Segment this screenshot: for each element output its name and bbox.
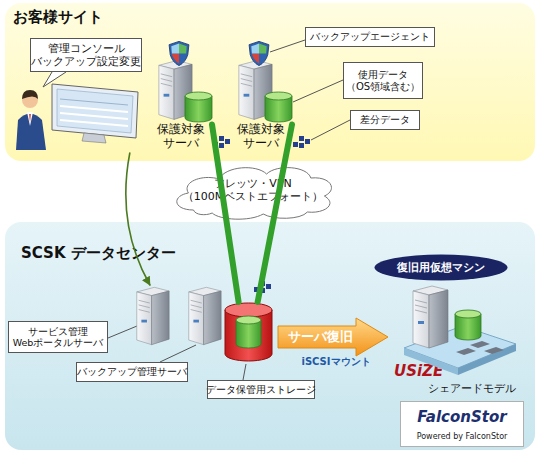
network-cloud: フレッツ・VPN （100Mベストエフォート） <box>168 160 338 220</box>
oval-label: 復旧用仮想マシン <box>374 254 508 281</box>
site-region: お客様サイト管理コンソール バックアップ設定変更保護対象 サーバ保護対象 サーバ… <box>5 3 535 161</box>
data-blocks <box>213 136 310 293</box>
portal-server-node: サービス管理 Webポータルサーバ <box>8 285 173 355</box>
callout-text: バックアップエージェント <box>306 28 434 46</box>
logo-subtext: Powered by FalconStor <box>403 431 521 443</box>
logo-box: FalconStorPowered by FalconStor <box>400 401 524 447</box>
callout-text: データ保管用ストレージ <box>207 380 315 399</box>
data-link <box>212 125 239 302</box>
datacenter-region: SCSK データセンターサービス管理 Webポータルサーババックアップ管理サーバ… <box>5 222 535 450</box>
flow-arrow <box>126 153 150 285</box>
callout-text: 管理コンソール バックアップ設定変更 <box>30 38 142 72</box>
data-link <box>258 125 292 302</box>
server-node: 保護対象 サーバ <box>150 45 212 157</box>
region-title: お客様サイト <box>13 8 103 26</box>
brand-subtitle: シェアードモデル <box>428 382 516 395</box>
logo-text: FalconStor <box>403 407 521 427</box>
server-node: 保護対象 サーバ <box>230 45 292 157</box>
callout-box: 差分データ <box>350 110 420 130</box>
server-label: 保護対象 サーバ <box>152 123 210 151</box>
callout-text: バックアップ管理サーバ <box>76 362 188 382</box>
vm-illustration <box>404 286 516 375</box>
storage-node: データ保管用ストレージ <box>205 302 317 400</box>
oval-text: 復旧用仮想マシン <box>374 254 508 281</box>
callout-box: バックアップエージェント <box>305 27 435 47</box>
storage-cylinder <box>225 303 272 361</box>
cloud-text: フレッツ・VPN （100Mベストエフォート） <box>173 173 333 207</box>
leader-line <box>108 40 350 380</box>
backup-server-node: バックアップ管理サーバ <box>76 285 226 383</box>
callout-text: サービス管理 Webポータルサーバ <box>8 321 108 353</box>
dc-server-illustration <box>137 287 221 344</box>
server-label: 保護対象 サーバ <box>232 123 290 151</box>
arrow-text: サーバ復旧 <box>282 327 358 347</box>
operator-illustration <box>16 72 138 150</box>
console-callout: 管理コンソール バックアップ設定変更 <box>18 35 148 153</box>
arrow-subtext: iSCSIマウント <box>290 355 382 369</box>
callout-box: 使用データ （OS領域含む） <box>343 62 423 99</box>
block-arrow: サーバ復旧 iSCSIマウント <box>278 318 390 370</box>
callout-text: 差分データ <box>351 111 419 129</box>
region-title: SCSK データセンター <box>21 244 176 262</box>
brand-logo: USiZE <box>394 362 443 380</box>
server-illustration <box>159 41 292 122</box>
callout-text: 使用データ （OS領域含む） <box>344 63 422 98</box>
